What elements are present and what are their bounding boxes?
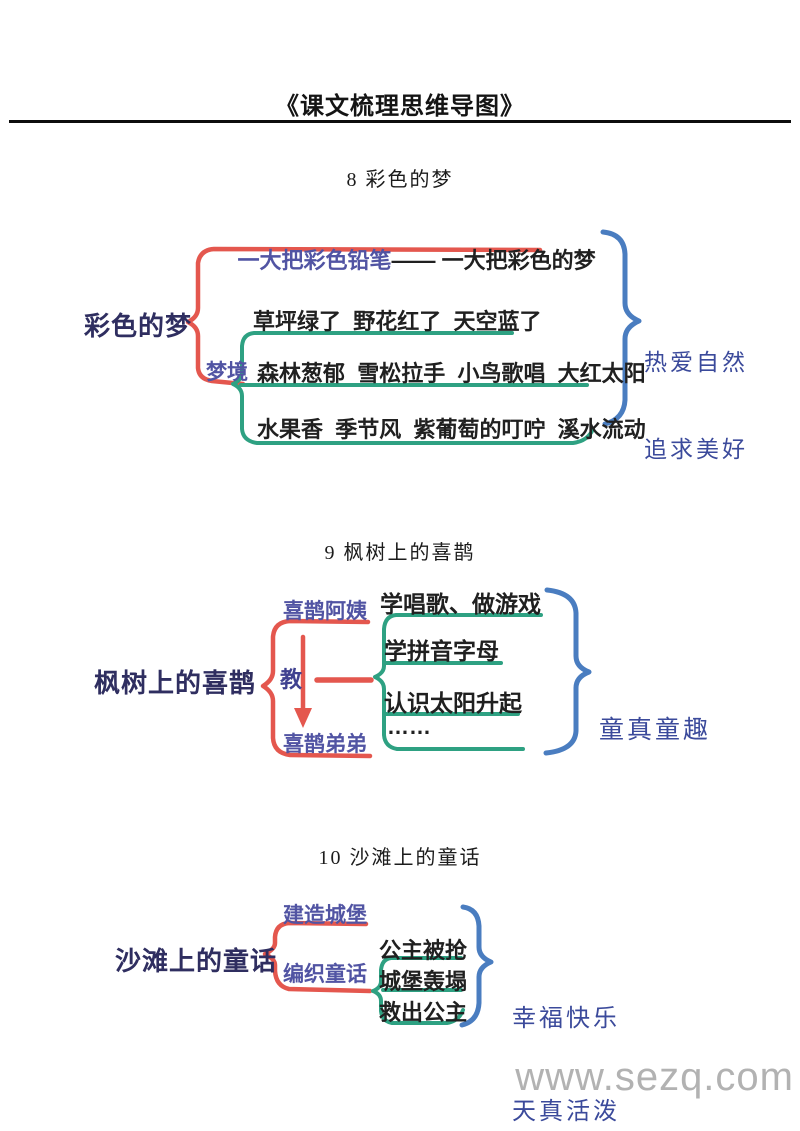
map2-item-sing: 学唱歌、做游戏 — [380, 591, 541, 617]
map3-label-build: 建造城堡 — [283, 904, 367, 927]
watermark: www.sezq.com — [515, 1055, 794, 1099]
map1-item-grass: 草坪绿了 野花红了 天空蓝了 — [253, 309, 542, 334]
map1-sublabel-dream: 梦境 — [206, 361, 248, 384]
map2-label-brother: 喜鹊弟弟 — [283, 733, 367, 756]
map3-section-title: 10 沙滩上的童话 — [318, 847, 482, 869]
map1-item-fruit: 水果香 季节风 紫葡萄的叮咛 溪水流动 — [257, 417, 646, 442]
map2-root: 枫树上的喜鹊 — [94, 668, 257, 698]
map2-item-pinyin: 学拼音字母 — [384, 638, 499, 664]
map1-branch-pencil-black: —— 一大把彩色的梦 — [391, 248, 596, 273]
map1-blue-brace — [600, 229, 642, 427]
map1-summary: 热爱自然 追求美好 — [644, 290, 748, 522]
map1-item-forest: 森林葱郁 雪松拉手 小鸟歌唱 大红太阳 — [257, 361, 646, 386]
map1-branch-pencil-purple: 一大把彩色铅笔 — [237, 248, 392, 273]
map2-summary-line1: 童真童趣 — [599, 717, 712, 744]
map3-label-weave: 编织童话 — [283, 963, 367, 986]
map2-blue-brace — [543, 587, 592, 756]
map2-section-title: 9 枫树上的喜鹊 — [324, 542, 476, 564]
map3-summary-line2: 天真活泼 — [512, 1099, 620, 1125]
map1-root: 彩色的梦 — [84, 311, 193, 341]
map3-item-castle-collapse: 城堡轰塌 — [379, 969, 468, 994]
map2-summary: 童真童趣 — [599, 658, 711, 803]
title-divider — [9, 120, 791, 123]
map1-summary-line1: 热爱自然 — [644, 350, 748, 375]
page-title: 《课文梳理思维导图》 — [275, 93, 525, 120]
map3-summary-line1: 幸福快乐 — [512, 1006, 620, 1032]
map3-item-princess-taken: 公主被抢 — [379, 938, 468, 963]
map3-root: 沙滩上的童话 — [115, 946, 278, 976]
map3-item-rescue: 救出公主 — [379, 1000, 468, 1025]
map1-summary-line2: 追求美好 — [644, 437, 748, 462]
map1-branch-pencil: 一大把彩色铅笔—— 一大把彩色的梦 — [213, 217, 596, 301]
map2-item-ellipsis: …… — [387, 714, 431, 739]
map2-item-sunrise: 认识太阳升起 — [384, 690, 522, 716]
map3-summary: 幸福快乐 天真活泼 — [512, 942, 620, 1131]
map2-label-aunt: 喜鹊阿姨 — [283, 600, 367, 623]
map2-label-teach: 教 — [280, 667, 303, 692]
map2-teach-arrow — [294, 634, 374, 728]
map1-section-title: 8 彩色的梦 — [346, 169, 454, 191]
